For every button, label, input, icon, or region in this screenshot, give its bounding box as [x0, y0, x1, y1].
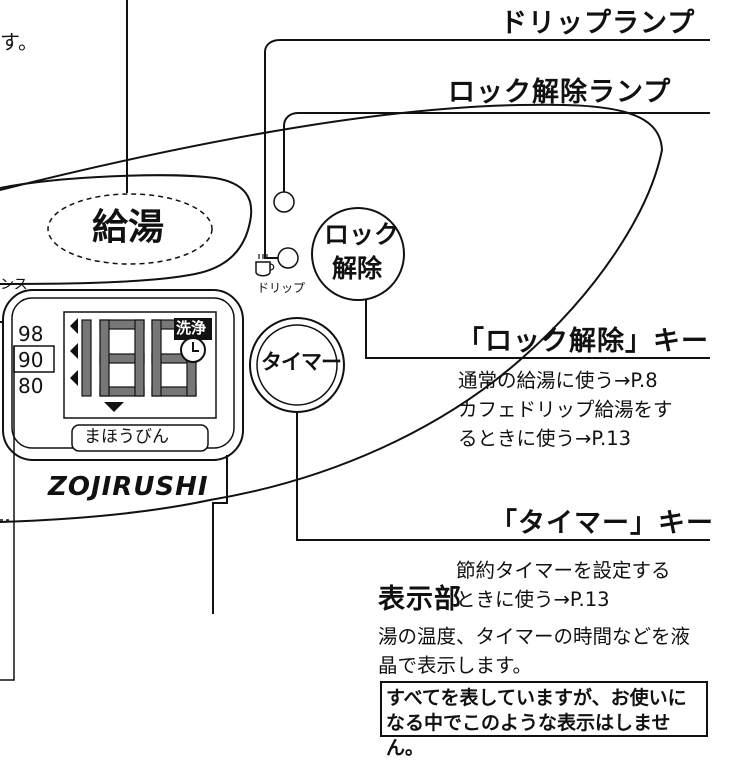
- lock-release-lamp-label: ロック解除ランプ: [448, 77, 672, 108]
- drip-lamp: [277, 247, 299, 269]
- timer-button-inner: [256, 324, 338, 406]
- panel-outline: [0, 103, 664, 523]
- lock-key-description: 通常の給湯に使う→P.8 カフェドリップ給湯をす るときに使う→P.13: [458, 369, 673, 450]
- timer-key-description: 節約タイマーを設定する ときに使う→P.13: [456, 559, 671, 611]
- wash-badge-bg: [174, 318, 212, 340]
- mahoubin-label: まほうびん: [84, 427, 169, 447]
- timer-button-label: タイマー: [261, 350, 342, 374]
- note-box: すべてを表していますが、お使いに なる中でこのような表示はしません。: [380, 681, 708, 759]
- temp-80: 80: [18, 374, 44, 398]
- lock-release-lamp: [273, 191, 295, 213]
- lock-button-line1: ロック: [324, 220, 400, 249]
- temp-90: 90: [18, 348, 44, 372]
- lock-release-key-label: 「ロック解除」キー: [457, 326, 709, 357]
- display-description: 湯の温度、タイマーの時間などを液 晶で表示します。: [378, 625, 691, 677]
- wash-badge: 洗浄: [176, 319, 207, 337]
- brand-logo: ZOJIRUSHI: [48, 472, 209, 502]
- display-label: 表示部: [378, 584, 462, 615]
- temp-98: 98: [18, 322, 44, 346]
- drip-small-label: ドリップ: [257, 281, 306, 295]
- kyuto-dashed-ring: [47, 193, 213, 265]
- pot-control-panel-diagram: [0, 0, 710, 681]
- timer-key-label: 「タイマー」キー: [490, 508, 714, 539]
- lock-button-line2: 解除: [332, 254, 383, 283]
- arrow-left-icon: [70, 318, 78, 386]
- left-cut-label: ンス: [0, 277, 28, 293]
- clock-icon: [180, 337, 206, 363]
- cup-icon: [255, 254, 275, 277]
- lock-release-button: [311, 207, 405, 301]
- kyuto-button-label: 給湯: [92, 207, 165, 248]
- drip-lamp-label: ドリップランプ: [500, 8, 696, 39]
- mahoubin-box: [71, 424, 209, 452]
- arrow-down-icon: [104, 402, 124, 412]
- top-note: す。: [0, 30, 38, 54]
